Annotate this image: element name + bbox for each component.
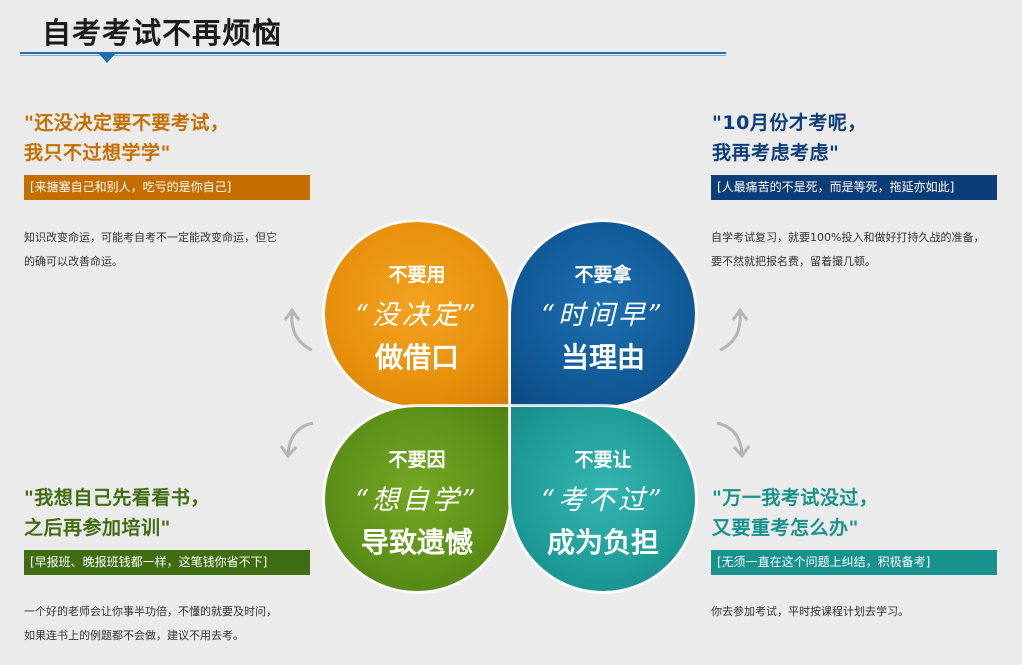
body-bottom-right: 你去参加考试，平时按课程计划去学习。	[711, 600, 909, 624]
tag-bottom-left: [早报班、晚报班钱都一样，这笔钱你省不下]	[24, 550, 310, 575]
page-title: 自考考试不再烦恼	[42, 16, 283, 50]
body-line: 要不然就把报名费，留着撮几顿。	[711, 255, 876, 268]
petal-line: 当理由	[560, 341, 645, 374]
petal-line: 做借口	[374, 341, 459, 374]
title-caret-icon	[99, 54, 115, 63]
petal-line: 不要让	[574, 449, 632, 471]
quote-bottom-left: "我想自己先看看书， 之后再参加培训"	[24, 483, 210, 543]
quote-line: 我只不过想学学"	[24, 142, 171, 164]
petal-line: “时间早”	[541, 300, 665, 331]
body-line: 知识改变命运，可能考自考不一定能改变命运，但它	[24, 231, 277, 244]
petal-line: 不要因	[388, 449, 446, 471]
petal-top-left: 不要用 “没决定” 做借口	[325, 222, 509, 406]
quote-line: "我想自己先看看书，	[24, 487, 210, 509]
quote-line: "万一我考试没过，	[712, 487, 879, 509]
quote-top-right: "10月份才考呢， 我再考虑考虑"	[712, 108, 867, 168]
quote-line: "10月份才考呢，	[712, 112, 867, 134]
petal-line: “没决定”	[355, 300, 479, 331]
body-line: 你去参加考试，平时按课程计划去学习。	[711, 605, 909, 618]
body-bottom-left: 一个好的老师会让你事半功倍，不懂的就要及时问， 如果连书上的例题都不会做，建议不…	[24, 600, 277, 648]
body-line: 一个好的老师会让你事半功倍，不懂的就要及时问，	[24, 605, 277, 618]
title-underline	[20, 52, 726, 54]
curved-arrow-icon	[716, 421, 751, 459]
tag-top-right: [人最痛苦的不是死，而是等死，拖延亦如此]	[711, 175, 997, 200]
petal-line: 不要拿	[574, 264, 632, 286]
petal-line: “想自学”	[355, 485, 479, 516]
curved-arrow-icon	[283, 307, 313, 352]
quote-top-left: "还没决定要不要考试， 我只不过想学学"	[24, 108, 229, 168]
quote-line: 我再考虑考虑"	[712, 142, 840, 164]
title-underline-thin	[20, 55, 726, 56]
quote-bottom-right: "万一我考试没过， 又要重考怎么办"	[712, 483, 878, 543]
petal-bottom-right: 不要让 “考不过” 成为负担	[511, 407, 695, 591]
curved-arrow-icon	[719, 307, 749, 352]
petal-line: 不要用	[388, 264, 446, 286]
body-line: 自学考试复习，就要100%投入和做好打持久战的准备，	[711, 231, 985, 244]
body-line: 如果连书上的例题都不会做，建议不用去考。	[24, 629, 244, 642]
quote-line: "还没决定要不要考试，	[24, 112, 230, 134]
tag-top-left: [来搪塞自己和别人，吃亏的是你自己]	[24, 175, 310, 200]
quote-line: 又要重考怎么办"	[712, 517, 859, 539]
petal-bottom-left: 不要因 “想自学” 导致遗憾	[325, 407, 509, 591]
curved-arrow-icon	[279, 421, 314, 459]
petal-top-right: 不要拿 “时间早” 当理由	[511, 222, 695, 406]
petal-line: 成为负担	[546, 526, 659, 559]
tag-bottom-right: [无须一直在这个问题上纠结，积极备考]	[711, 550, 997, 575]
petal-line: 导致遗憾	[360, 526, 473, 559]
body-top-left: 知识改变命运，可能考自考不一定能改变命运，但它 的确可以改善命运。	[24, 226, 277, 274]
petal-line: “考不过”	[541, 485, 665, 516]
body-line: 的确可以改善命运。	[24, 255, 123, 268]
quote-line: 之后再参加培训"	[24, 517, 171, 539]
body-top-right: 自学考试复习，就要100%投入和做好打持久战的准备， 要不然就把报名费，留着撮几…	[711, 226, 984, 274]
